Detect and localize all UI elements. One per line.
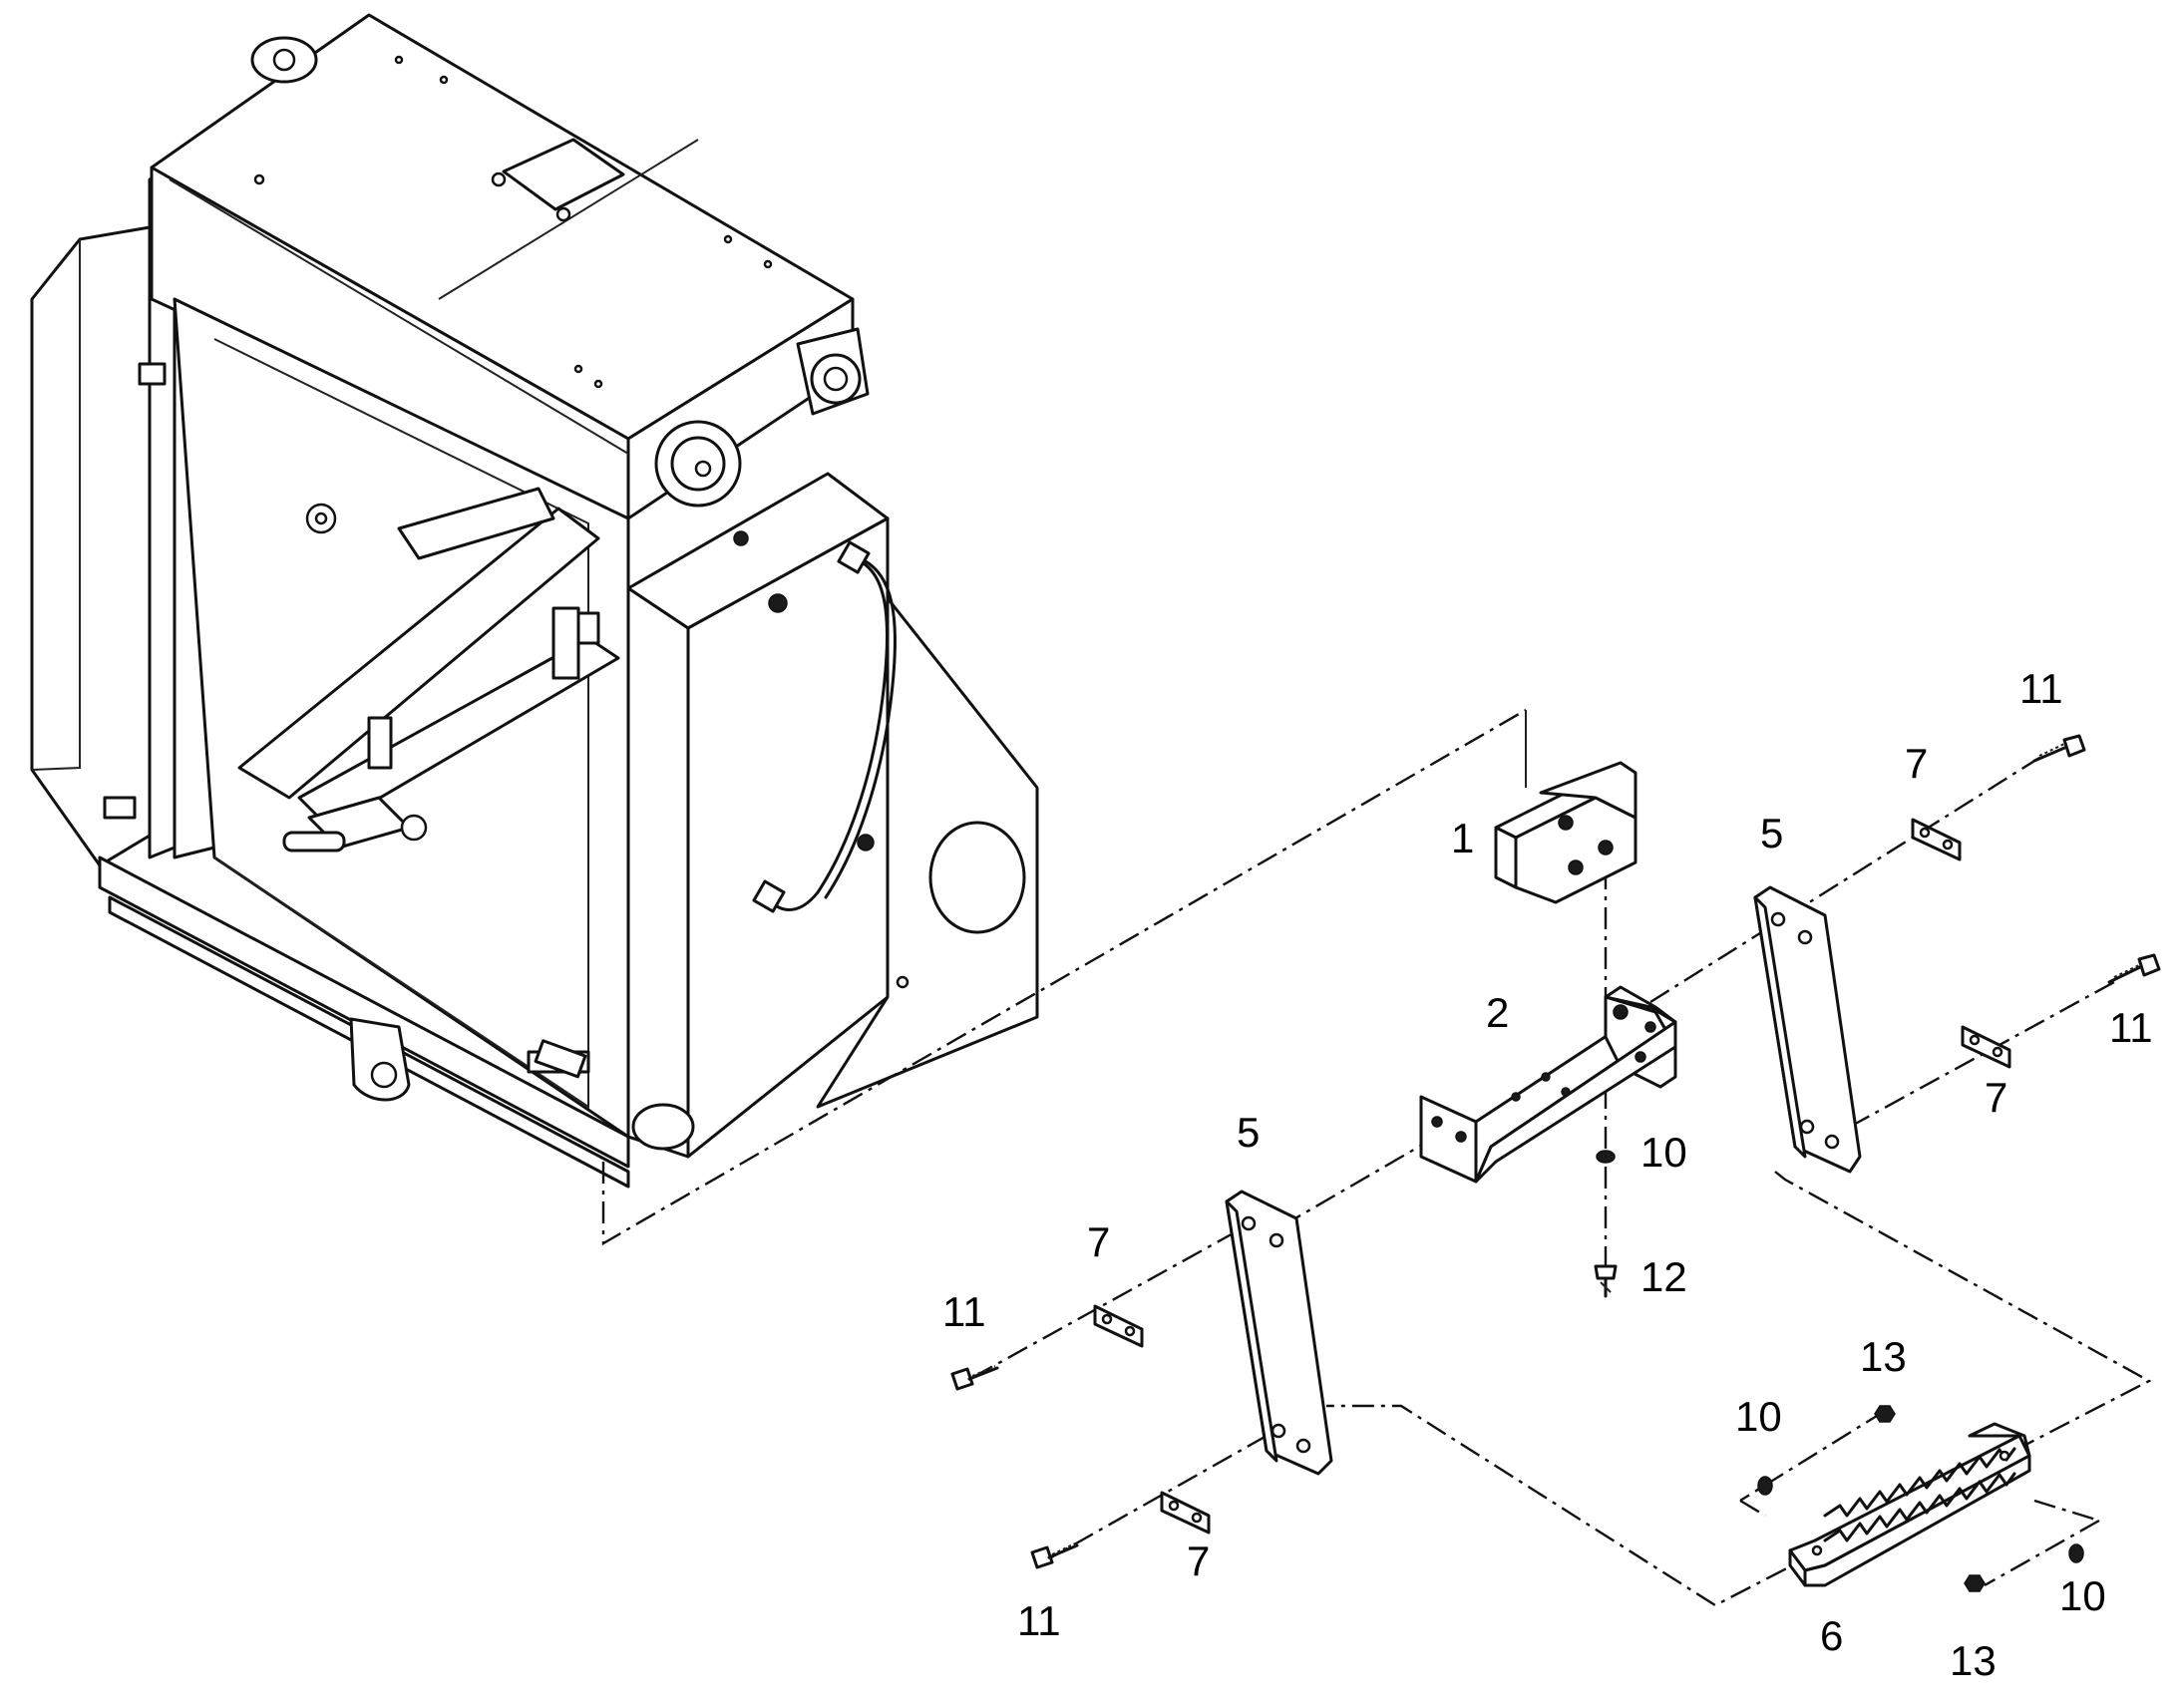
callout-part-1: 1: [1451, 815, 1474, 861]
part-7-mid-right: [1961, 1025, 2011, 1069]
callout-labels: 1 2 5 5 6 7 7 7 7 10 10 10 11 11 11 11 1…: [942, 665, 2153, 1684]
part-7-link-plates: [1093, 818, 2011, 1535]
callout-part-6: 6: [1820, 1612, 1843, 1659]
callout-part-12: 12: [1640, 1253, 1687, 1300]
callout-part-5-right: 5: [1760, 810, 1783, 856]
callout-part-5-left: 5: [1237, 1109, 1260, 1156]
part-5-left-plate: [1225, 1190, 1333, 1476]
part-7-lower-left: [1160, 1491, 1211, 1535]
callout-part-13-bottom: 13: [1950, 1637, 1997, 1684]
callout-part-2: 2: [1486, 989, 1509, 1036]
callout-part-7-lower-left: 7: [1187, 1537, 1210, 1584]
part-13-nuts: [1874, 1405, 1986, 1592]
callout-part-11-mid-right: 11: [2109, 1004, 2153, 1051]
part-11-mid-right-bolt: [2107, 953, 2161, 984]
part-11-top-right-bolt: [2032, 734, 2086, 763]
part-7-top-right: [1911, 818, 1962, 861]
callout-part-7-upper-left: 7: [1087, 1218, 1110, 1265]
callout-part-10-center: 10: [1640, 1129, 1687, 1176]
part-6-step: [1788, 1422, 2031, 1587]
machine-frame-assembly: [30, 13, 1039, 1189]
callout-part-10-step-left: 10: [1735, 1393, 1782, 1440]
part-10-washer-step-right: [2068, 1543, 2084, 1563]
part-10-washers: [1596, 1150, 2084, 1563]
callout-part-11-top-right: 11: [2019, 665, 2063, 712]
part-5-right-plate: [1753, 885, 1862, 1174]
part-10-washer-center: [1596, 1150, 1616, 1164]
part-13-nut-bottom: [1964, 1574, 1986, 1592]
callout-part-7-top-right: 7: [1905, 740, 1928, 787]
part-11-upper-left-bolt: [950, 1365, 999, 1391]
part-1-u-bracket: [1494, 761, 1637, 904]
callout-part-13-top: 13: [1860, 1333, 1907, 1380]
callout-part-11-upper-left: 11: [942, 1288, 986, 1335]
callout-part-7-mid-right: 7: [1985, 1074, 2007, 1121]
part-10-washer-step-left: [1757, 1476, 1773, 1496]
part-2-mounting-bracket: [1419, 985, 1677, 1184]
part-11-bolts: [950, 734, 2161, 1569]
part-7-upper-left: [1093, 1304, 1144, 1348]
callout-part-10-step-right: 10: [2059, 1572, 2106, 1619]
callout-part-11-lower-left: 11: [1017, 1597, 1061, 1644]
part-13-nut-top: [1874, 1405, 1896, 1423]
part-11-lower-left-bolt: [1030, 1542, 1079, 1569]
part-12-screw: [1594, 1264, 1618, 1298]
